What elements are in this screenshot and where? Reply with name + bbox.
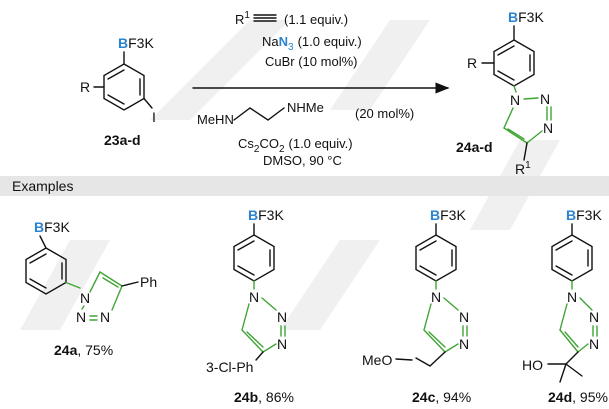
azide-reagent: NaN3(1.0 equiv.) (262, 34, 362, 53)
product-n1: N (510, 92, 520, 108)
ligand-right: NHMe (287, 100, 324, 115)
ex-24c-n3: N (459, 336, 469, 352)
ex-24b-boron: BF3K (248, 207, 284, 223)
ex-24d-boron: BF3K (566, 207, 602, 223)
ex-24a-label: 24a, 75% (54, 342, 113, 358)
alkyne-equiv: (1.1 equiv.) (284, 12, 348, 27)
ex-24b-label: 24b, 86% (234, 389, 294, 405)
reactant-r-group: R (80, 79, 90, 95)
reaction-conditions: R1 (1.1 equiv.) NaN3(1.0 equiv.) CuBr (1… (192, 10, 450, 168)
alkyne-reagent: R1 (235, 10, 250, 27)
example-24c: BF3K N N N MeO 24c, 94% (362, 207, 471, 405)
example-24b: BF3K N N N 3-Cl-Ph 24b, 86% (206, 207, 294, 405)
reactant-label: 23a-d (104, 132, 141, 148)
examples-banner (0, 176, 609, 196)
ex-24d-n1: N (567, 289, 577, 305)
product-n2: N (540, 91, 550, 107)
ex-24d-n2: N (589, 309, 599, 325)
product-n3: N (543, 120, 553, 136)
solvent-temperature: DMSO, 90 °C (263, 153, 342, 168)
ex-24c-n1: N (431, 289, 441, 305)
ex-24b-n2: N (277, 309, 287, 325)
ex-24a-substituent: Ph (140, 274, 157, 290)
ligand-loading: (20 mol%) (355, 106, 414, 121)
example-24a: BF3K N N N Ph 24a, 75% (25, 219, 157, 358)
example-24d: BF3K N N N HO 24d, 95% (522, 207, 608, 405)
ex-24b-n3: N (277, 336, 287, 352)
ex-24d-n3: N (589, 336, 599, 352)
ex-24c-substituent: MeO (362, 352, 392, 368)
ex-24a-boron: BF3K (34, 219, 70, 235)
product-r-group: R (467, 55, 477, 71)
ex-24a-n3: N (100, 309, 110, 325)
ex-24c-n2: N (459, 309, 469, 325)
ex-24c-boron: BF3K (430, 207, 466, 223)
ex-24d-label: 24d, 95% (548, 389, 608, 405)
ex-24b-n1: N (249, 289, 259, 305)
base-reagent: Cs2CO2(1.0 equiv.) (238, 136, 353, 155)
product-24a-d: BF3K R N N N R1 24a-d (456, 9, 553, 177)
reactant-23a-d: BF3K R I 23a-d (80, 35, 156, 148)
ex-24a-n2: N (76, 309, 86, 325)
ex-24d-substituent: HO (522, 357, 543, 373)
reactant-iodo: I (152, 109, 156, 125)
product-boron: BF3K (508, 9, 544, 25)
ligand-left: MeHN (197, 112, 234, 127)
ex-24b-substituent: 3-Cl-Ph (206, 359, 253, 375)
reactant-boron: BF3K (118, 35, 154, 51)
copper-catalyst: CuBr (10 mol%) (265, 54, 357, 69)
product-label: 24a-d (456, 139, 493, 155)
product-r1: R1 (515, 160, 531, 177)
examples-title: Examples (12, 178, 73, 194)
ex-24c-label: 24c, 94% (412, 389, 471, 405)
ex-24a-n1: N (80, 290, 90, 306)
